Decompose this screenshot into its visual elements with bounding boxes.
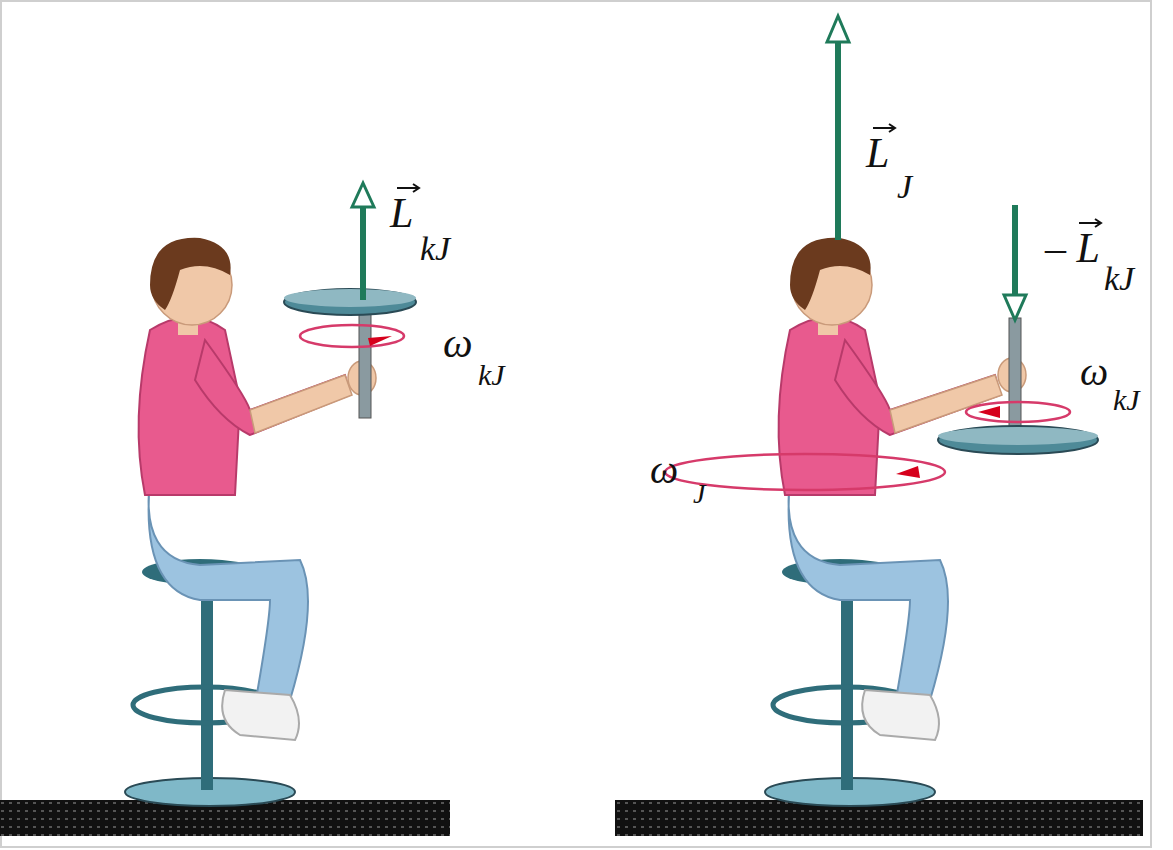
angular-momentum-arrow — [352, 183, 374, 300]
vector-symbol: L — [866, 132, 889, 174]
subscript: J — [693, 480, 705, 508]
subscript: kJ — [1113, 385, 1140, 415]
subscript: kJ — [478, 360, 505, 390]
subscript: kJ — [1104, 262, 1134, 296]
subscript: J — [897, 170, 912, 204]
subscript: kJ — [420, 232, 450, 266]
vector-sign — [397, 124, 1101, 227]
wheel-left — [284, 289, 416, 418]
angular-momentum-arrow — [827, 16, 849, 240]
vector-symbol: – L — [1045, 227, 1100, 269]
omega-symbol: ω — [650, 450, 678, 490]
frame — [1, 1, 1151, 847]
angular-momentum-arrow — [1004, 205, 1026, 320]
person-right — [765, 238, 1026, 806]
person-left — [125, 238, 376, 806]
rotation-orbit-body — [665, 454, 945, 490]
omega-symbol: ω — [443, 322, 473, 364]
vector-symbol: L — [390, 192, 413, 234]
wheel-right — [938, 318, 1098, 454]
omega-symbol: ω — [1080, 352, 1108, 392]
